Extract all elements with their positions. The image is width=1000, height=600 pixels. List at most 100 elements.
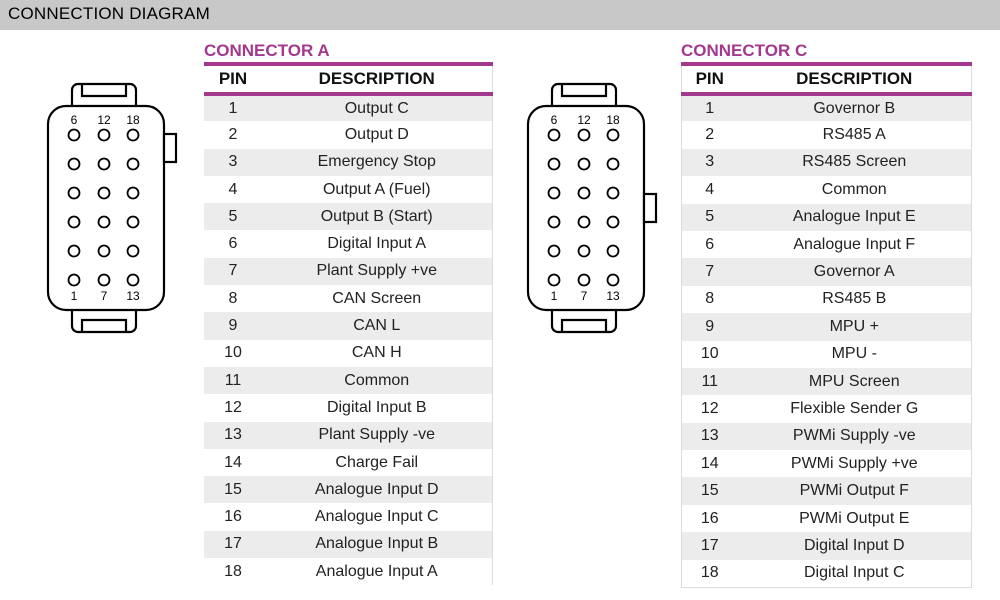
- pin-hole: [577, 186, 591, 200]
- description-column-header: DESCRIPTION: [262, 64, 492, 96]
- pin-number-cell: 11: [681, 367, 738, 396]
- pin-number-cell: 1: [204, 94, 262, 122]
- pin-description-cell: PWMi Output F: [737, 477, 972, 505]
- pin-number-cell: 2: [681, 121, 738, 149]
- pin-hole: [577, 273, 591, 287]
- pin-number-cell: 12: [204, 394, 262, 422]
- pin-description-cell: CAN H: [262, 339, 492, 367]
- pin-hole: [606, 186, 620, 200]
- pin-label-6: 6: [71, 113, 78, 127]
- pin-number-cell: 8: [204, 285, 262, 313]
- pin-hole: [67, 273, 81, 287]
- pin-hole: [126, 128, 140, 142]
- connector-c-diagram: 6 12 18 1 7 13: [526, 82, 658, 334]
- pin-number-cell: 17: [681, 532, 738, 560]
- pin-description-cell: Digital Input C: [737, 559, 972, 588]
- pin-label-7: 7: [101, 289, 108, 303]
- pin-description-cell: CAN L: [262, 312, 492, 340]
- pin-number-cell: 11: [204, 366, 262, 395]
- pin-description-cell: Output A (Fuel): [262, 175, 492, 204]
- pin-number-cell: 3: [204, 148, 262, 176]
- pin-description-cell: RS485 A: [737, 121, 972, 149]
- pin-label-18: 18: [126, 113, 140, 127]
- pin-hole: [577, 157, 591, 171]
- pin-description-cell: Flexible Sender G: [737, 395, 972, 423]
- connector-a-title: CONNECTOR A: [204, 41, 330, 60]
- pin-description-cell: RS485 B: [737, 285, 972, 314]
- description-column-header: DESCRIPTION: [737, 64, 972, 96]
- pin-description-cell: PWMi Output E: [737, 504, 972, 533]
- pin-hole: [97, 128, 111, 142]
- pin-hole: [577, 244, 591, 258]
- pin-number-cell: 18: [681, 559, 738, 588]
- pin-hole: [97, 273, 111, 287]
- pin-number-cell: 17: [204, 530, 262, 559]
- pin-description-cell: Governor A: [737, 258, 972, 286]
- connector-c-shell: [526, 82, 658, 334]
- pin-hole: [97, 215, 111, 229]
- connector-c-pin-labels: 6 12 18 1 7 13: [551, 113, 620, 303]
- pin-description-cell: Common: [737, 176, 972, 204]
- pin-label-13: 13: [606, 289, 620, 303]
- pin-number-cell: 6: [681, 230, 738, 259]
- pin-description-cell: Digital Input D: [737, 532, 972, 560]
- pin-hole: [547, 273, 561, 287]
- pin-hole: [97, 186, 111, 200]
- pin-label-1: 1: [71, 289, 78, 303]
- pin-number-cell: 14: [681, 450, 738, 478]
- pin-number-cell: 5: [204, 203, 262, 231]
- pin-hole: [126, 215, 140, 229]
- connector-a-shell: [46, 82, 178, 334]
- connector-a-diagram: 6 12 18 1 7 13: [46, 82, 178, 334]
- connector-a-pins: [67, 128, 140, 287]
- header-bar: CONNECTION DIAGRAM: [0, 0, 1000, 30]
- pin-number-cell: 7: [204, 257, 262, 286]
- pin-hole: [67, 128, 81, 142]
- pin-description-cell: Analogue Input C: [262, 503, 492, 531]
- pin-description-cell: Governor B: [737, 94, 972, 122]
- pin-description-cell: Output D: [262, 121, 492, 149]
- pin-description-cell: MPU +: [737, 313, 972, 341]
- pin-description-cell: Analogue Input E: [737, 203, 972, 231]
- pin-label-1: 1: [551, 289, 558, 303]
- pin-number-cell: 10: [681, 340, 738, 368]
- pin-label-12: 12: [97, 113, 111, 127]
- pin-number-cell: 5: [681, 203, 738, 231]
- pin-description-cell: Emergency Stop: [262, 148, 492, 176]
- pin-description-cell: Common: [262, 366, 492, 395]
- pin-column-header: PIN: [204, 64, 262, 96]
- pin-number-cell: 7: [681, 258, 738, 286]
- pin-description-cell: Plant Supply -ve: [262, 421, 492, 449]
- pin-number-cell: 15: [204, 476, 262, 504]
- pin-number-cell: 12: [681, 395, 738, 423]
- pin-description-cell: MPU Screen: [737, 367, 972, 396]
- pin-hole: [67, 244, 81, 258]
- pin-hole: [606, 128, 620, 142]
- pin-number-cell: 3: [681, 148, 738, 177]
- pin-number-cell: 1: [681, 94, 738, 122]
- connector-c-title: CONNECTOR C: [681, 41, 808, 60]
- pin-number-cell: 16: [681, 504, 738, 533]
- pin-number-cell: 2: [204, 121, 262, 149]
